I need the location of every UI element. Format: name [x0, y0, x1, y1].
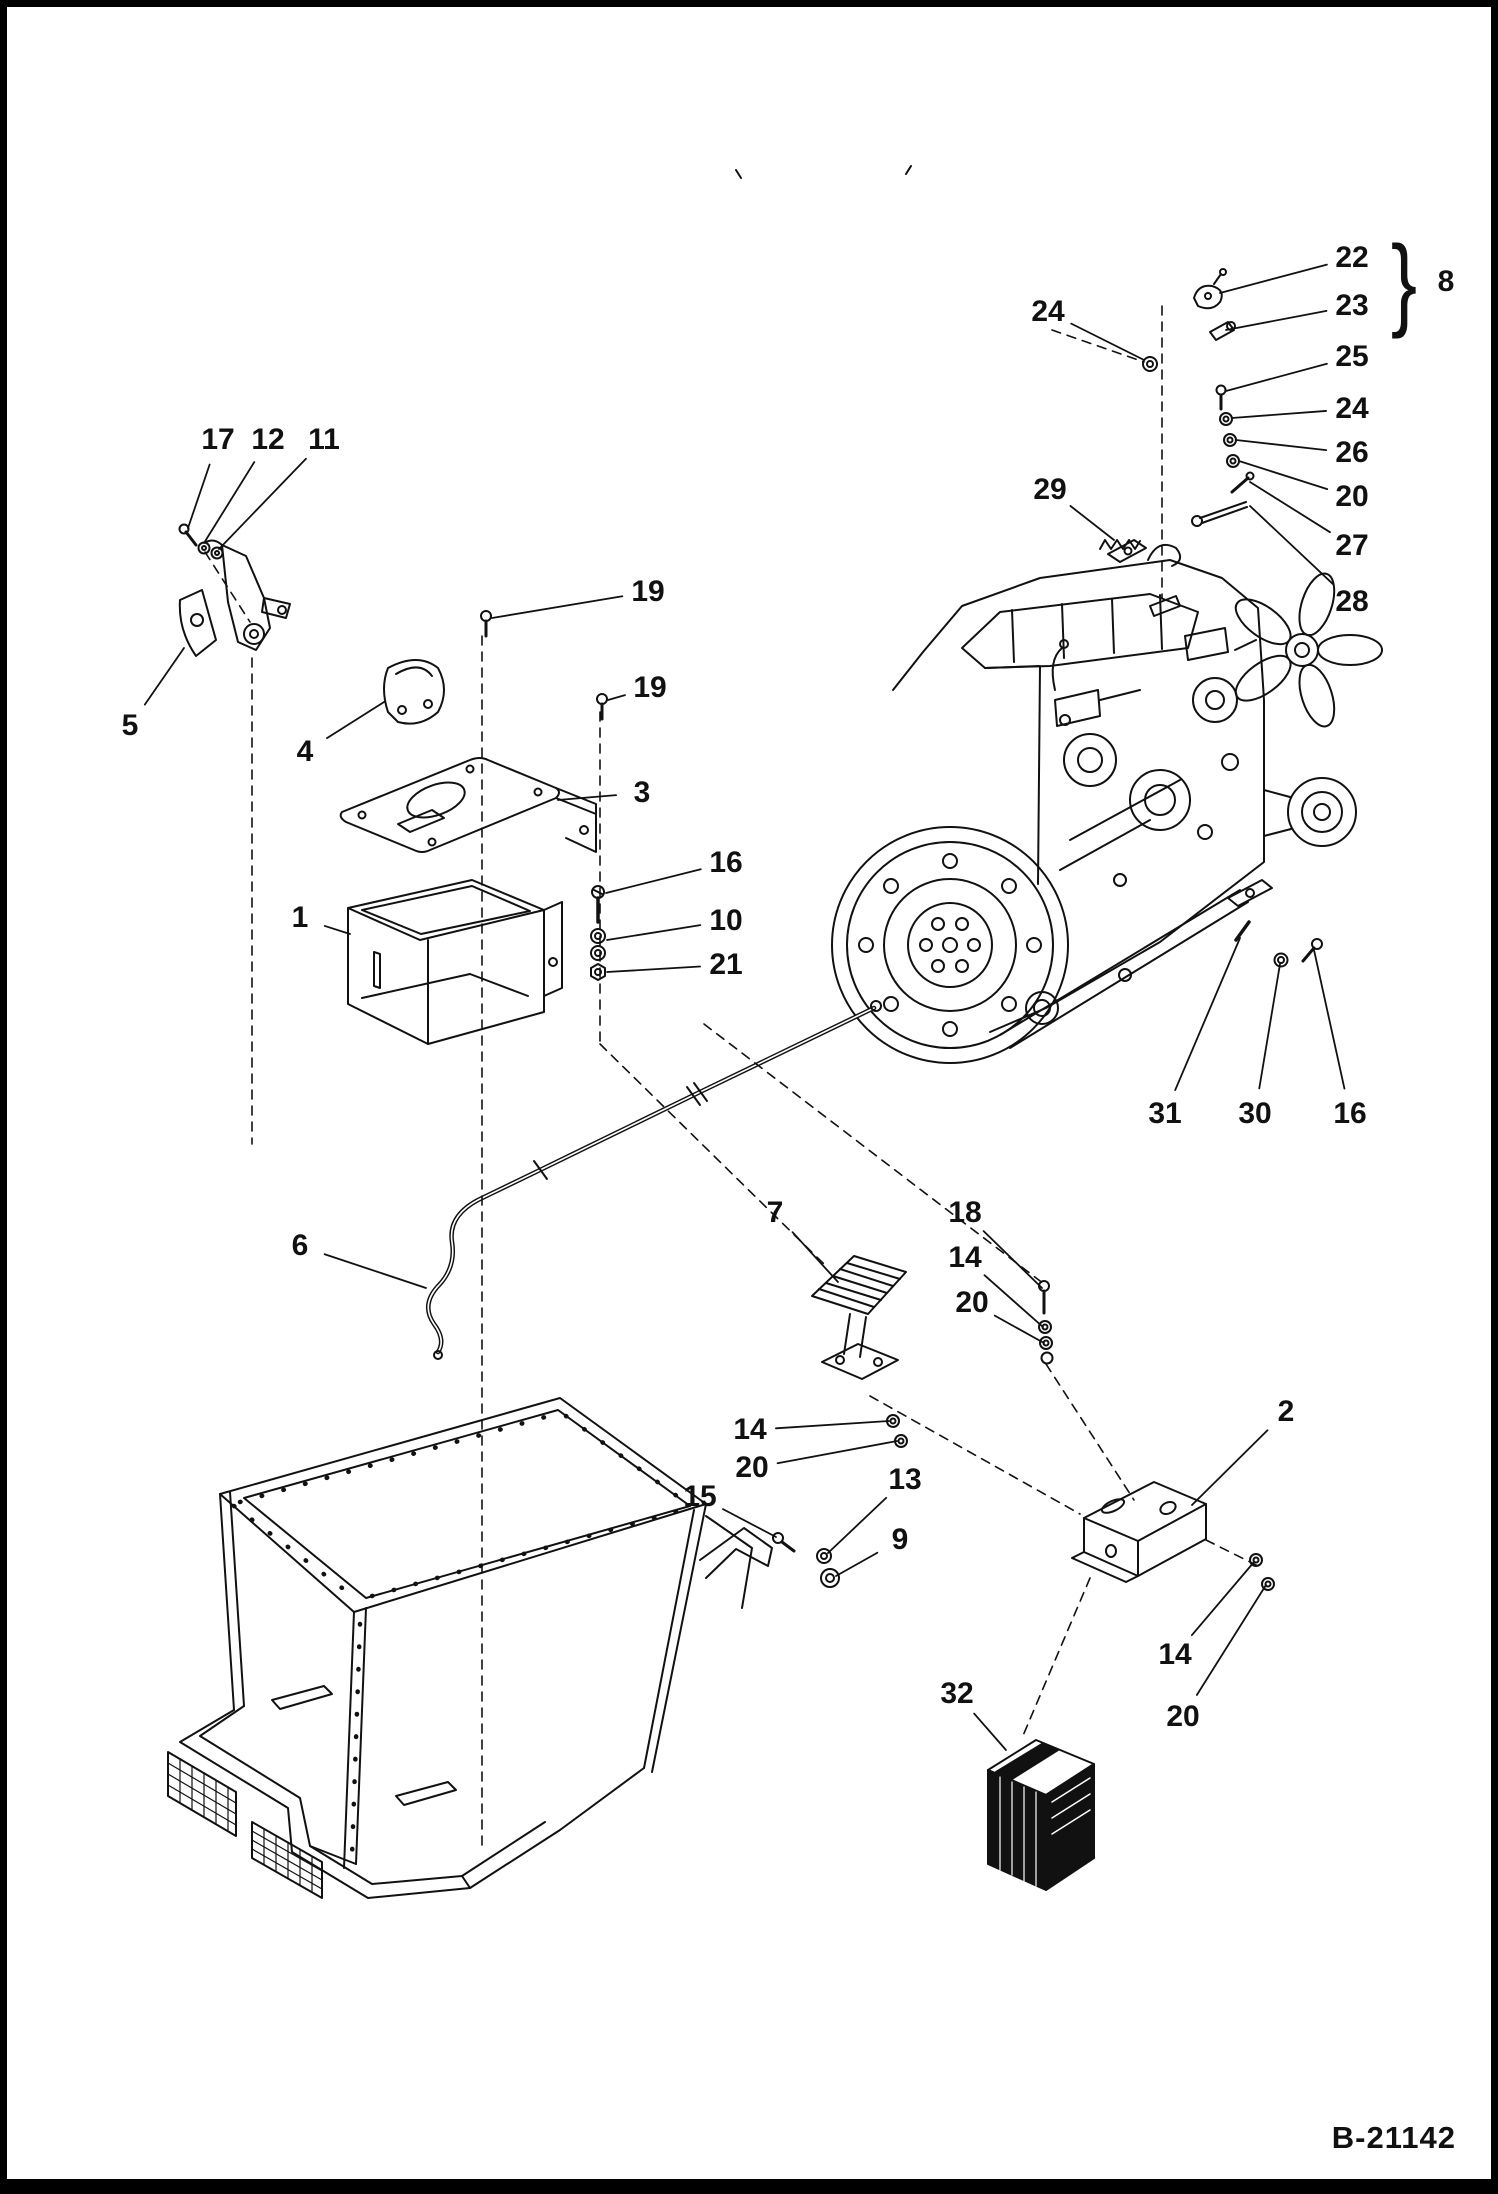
flywheel-housing [831, 826, 1069, 1064]
callout-15: 15 [683, 1480, 717, 1513]
callout-14: 14 [948, 1241, 982, 1274]
callout-8: 8 [1437, 265, 1455, 298]
callout-23: 23 [1335, 289, 1369, 322]
callout-24: 24 [1031, 295, 1065, 328]
callout-3: 3 [633, 776, 651, 809]
alignment-dash-lines [204, 305, 1259, 1853]
registration-marks [735, 165, 912, 179]
pto-pulley [1263, 777, 1357, 847]
callout-10: 10 [709, 904, 743, 937]
callout-21: 21 [709, 948, 743, 981]
callout-20: 20 [735, 1451, 769, 1484]
callout-14: 14 [1158, 1638, 1192, 1671]
cab-frame-drawing [167, 1397, 773, 1899]
engine-fan [1234, 572, 1383, 728]
foot-pedal-drawing [811, 1255, 907, 1380]
controller-box-drawing [987, 1739, 1095, 1891]
callout-25: 25 [1335, 340, 1369, 373]
callout-19: 19 [631, 575, 665, 608]
callout-20: 20 [1335, 480, 1369, 513]
callout-13: 13 [888, 1463, 922, 1496]
callout-20: 20 [955, 1286, 989, 1319]
callout-11: 11 [308, 423, 340, 456]
callout-28: 28 [1335, 585, 1369, 618]
callout-32: 32 [940, 1677, 974, 1710]
callout-26: 26 [1335, 436, 1369, 469]
engine-drawing [831, 544, 1383, 1064]
drawing-number: B-21142 [1331, 2120, 1456, 2155]
callout-9: 9 [891, 1523, 909, 1556]
callout-27: 27 [1335, 529, 1369, 562]
group-8-brace: } [1390, 223, 1418, 340]
console-housing-drawing [347, 879, 563, 1045]
floor-grate-front [251, 1821, 323, 1899]
callout-4: 4 [296, 735, 314, 768]
callout-16: 16 [709, 846, 743, 879]
callout-22: 22 [1335, 241, 1369, 274]
leader-lines [143, 263, 1346, 1751]
callout-6: 6 [291, 1229, 309, 1262]
cover-drawing [383, 659, 445, 725]
callout-20: 20 [1166, 1700, 1200, 1733]
callout-2: 2 [1277, 1395, 1295, 1428]
callout-18: 18 [948, 1196, 982, 1229]
throttle-cable-drawing [426, 1000, 882, 1360]
callout-24: 24 [1335, 392, 1369, 425]
callout-14: 14 [733, 1413, 767, 1446]
callout-31: 31 [1148, 1097, 1182, 1130]
callout-5: 5 [121, 709, 139, 742]
callout-29: 29 [1033, 473, 1067, 506]
plate-drawing [339, 757, 597, 853]
floor-grate-left [167, 1751, 237, 1837]
mount-bracket-drawing [1071, 1481, 1207, 1583]
callout-17: 17 [201, 423, 235, 456]
callout-19: 19 [633, 671, 667, 704]
callout-7: 7 [766, 1196, 784, 1229]
callout-12: 12 [251, 423, 285, 456]
callout-16: 16 [1333, 1097, 1367, 1130]
callout-30: 30 [1238, 1097, 1272, 1130]
callout-1: 1 [291, 901, 309, 934]
